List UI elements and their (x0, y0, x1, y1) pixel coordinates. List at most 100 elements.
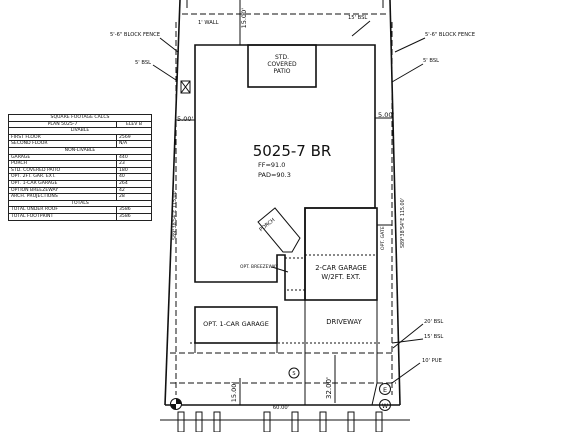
livable-header: LIVABLE (8, 127, 152, 135)
fence-label-right: 5'-6" BLOCK FENCE (425, 32, 475, 38)
table-elev: ELEV B (116, 120, 152, 129)
sidewalk-hatching (160, 411, 410, 432)
survey-monument-q1 (176, 398, 182, 404)
breezeway-label: OPT. BREEZEWAY (240, 264, 278, 270)
row-label: OPT. 1-CAR GARAGE (8, 179, 117, 188)
curb-block (319, 411, 327, 432)
row-label: SECOND FLOOR (8, 140, 117, 148)
garage-ext-label: W/2FT. EXT. (321, 273, 360, 281)
leader-bsl-right (391, 63, 424, 83)
side-bsl-left-label: 5' BSL (135, 60, 151, 66)
electric-marker (379, 383, 391, 395)
opt-1car-label: OPT. 1-CAR GARAGE (203, 320, 269, 328)
curb-block (291, 411, 299, 432)
house-outline (194, 44, 376, 301)
row-value: 3586 (116, 212, 152, 221)
row-label: PORCH (8, 160, 117, 168)
dim-15-bottom: 15.00' (230, 382, 238, 403)
leader-fence-left (159, 37, 179, 53)
water-marker (379, 399, 391, 411)
driveway-label: DRIVEWAY (326, 318, 362, 326)
plan-name: 5025-7 BR (253, 142, 332, 160)
leader-rear-bsl (351, 20, 371, 37)
dim-top-vertical: 15.00' (240, 8, 248, 29)
curb-block (195, 411, 203, 432)
table-title: SQUARE FOOTAGE CALCS (8, 114, 152, 122)
driveway-flare (371, 382, 378, 406)
table-row: OPT. 2FT. GAR. EXT.40 (8, 173, 152, 181)
row-label: STD. COVERED PATIO (8, 166, 117, 175)
row-label: TOTAL UNDER ROOF (8, 206, 117, 214)
front-bsl-20-label: 20' BSL (424, 319, 443, 325)
row-label: TOTAL FOOTPRINT (8, 212, 117, 221)
table-plan: PLAN 5025-7 (8, 120, 117, 129)
water-marker-label: W (382, 402, 389, 410)
garage-outline (304, 207, 378, 301)
row-value: 42 (116, 186, 152, 195)
leader-bsl-15 (391, 338, 424, 344)
survey-monument-q3 (170, 404, 176, 410)
sewer-marker-label: S (292, 371, 295, 377)
dim-32: 32.00' (325, 377, 333, 399)
curb-block (263, 411, 271, 432)
leader-pue (391, 362, 421, 384)
row-label: ARCH. PROJECTIONS (8, 193, 117, 201)
row-value: 2569 (116, 133, 152, 142)
opt-1car-garage (194, 306, 278, 344)
garage-label: 2-CAR GARAGE (315, 264, 367, 272)
row-value: 23 (116, 160, 152, 168)
fence-label-left: 5'-6" BLOCK FENCE (110, 32, 160, 38)
utility-box (180, 80, 191, 94)
patio-label-line1: STD. (275, 54, 289, 61)
row-label: FIRST FLOOR (8, 133, 117, 142)
leader-breezeway (271, 266, 289, 273)
totals-header: TOTALS (8, 199, 152, 208)
pue-label: 10' PUE (422, 358, 442, 364)
opt-gate-label: OPT. GATE (380, 226, 386, 250)
dim-60: 60.00' (273, 405, 289, 411)
row-value: 28 (116, 193, 152, 201)
leader-bsl-20 (392, 323, 424, 349)
utility-x2 (180, 80, 191, 94)
row-label: OPTION BREEZEWAY (8, 186, 117, 195)
curb-block (347, 411, 355, 432)
leader-bsl-left (152, 64, 177, 81)
row-value: 440 (116, 153, 152, 162)
front-bsl-15-label: 15' BSL (424, 334, 443, 340)
wall-label: 1' WALL (198, 20, 219, 26)
row-value: 3586 (116, 206, 152, 214)
row-label: OPT. 2FT. GAR. EXT. (8, 173, 117, 181)
patio-label-line3: PATIO (273, 68, 290, 75)
row-value: N/A (116, 140, 152, 148)
left-bearing-label: S89°38'54"E 115.00' (172, 190, 178, 240)
row-value: 264 (116, 179, 152, 188)
breezeway-outline (284, 257, 306, 291)
covered-patio (247, 44, 317, 88)
porch-outline (257, 207, 301, 253)
curb-block (213, 411, 221, 432)
curb-block (375, 411, 383, 432)
sewer-marker (288, 367, 300, 379)
pad-elevation: PAD=90.3 (258, 171, 291, 179)
electric-marker-label: E (383, 386, 387, 394)
leader-fence-right (394, 37, 426, 53)
curb-block (177, 411, 185, 432)
row-value: 180 (116, 166, 152, 175)
row-label: GARAGE (8, 153, 117, 162)
lot-line-left (164, 0, 181, 406)
dim-left-5: 5.00' (177, 115, 193, 123)
nonlivable-header: NON-LIVABLE (8, 146, 152, 155)
rear-bsl-label: 15' BSL (348, 15, 367, 21)
